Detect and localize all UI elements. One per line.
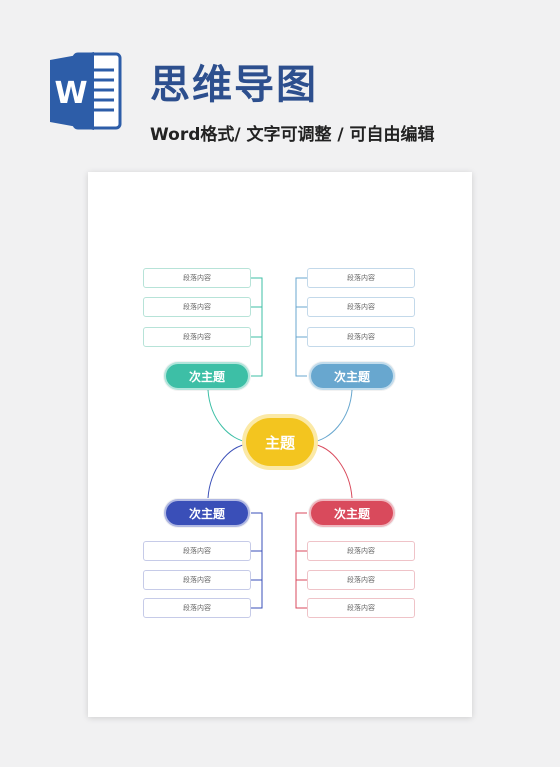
- leaf-node[interactable]: 段落内容: [143, 268, 251, 288]
- leaf-node[interactable]: 段落内容: [307, 268, 415, 288]
- leaf-node[interactable]: 段落内容: [307, 327, 415, 347]
- leaf-node[interactable]: 段落内容: [307, 297, 415, 317]
- leaf-node[interactable]: 段落内容: [143, 570, 251, 590]
- leaf-node[interactable]: 段落内容: [143, 327, 251, 347]
- subtopic-node[interactable]: 次主题: [309, 499, 395, 527]
- leaf-node[interactable]: 段落内容: [307, 598, 415, 618]
- leaf-node[interactable]: 段落内容: [143, 297, 251, 317]
- page-subtitle: Word格式/ 文字可调整 / 可自由编辑: [150, 125, 435, 145]
- word-logo-letter: W: [54, 76, 87, 111]
- word-logo-icon: W: [50, 52, 122, 130]
- subtopic-node[interactable]: 次主题: [309, 362, 395, 390]
- leaf-node[interactable]: 段落内容: [143, 598, 251, 618]
- subtopic-node[interactable]: 次主题: [164, 499, 250, 527]
- page-title: 思维导图: [150, 62, 318, 108]
- leaf-node[interactable]: 段落内容: [143, 541, 251, 561]
- subtopic-node[interactable]: 次主题: [164, 362, 250, 390]
- main-topic-node[interactable]: 主题: [246, 418, 314, 466]
- leaf-node[interactable]: 段落内容: [307, 570, 415, 590]
- leaf-node[interactable]: 段落内容: [307, 541, 415, 561]
